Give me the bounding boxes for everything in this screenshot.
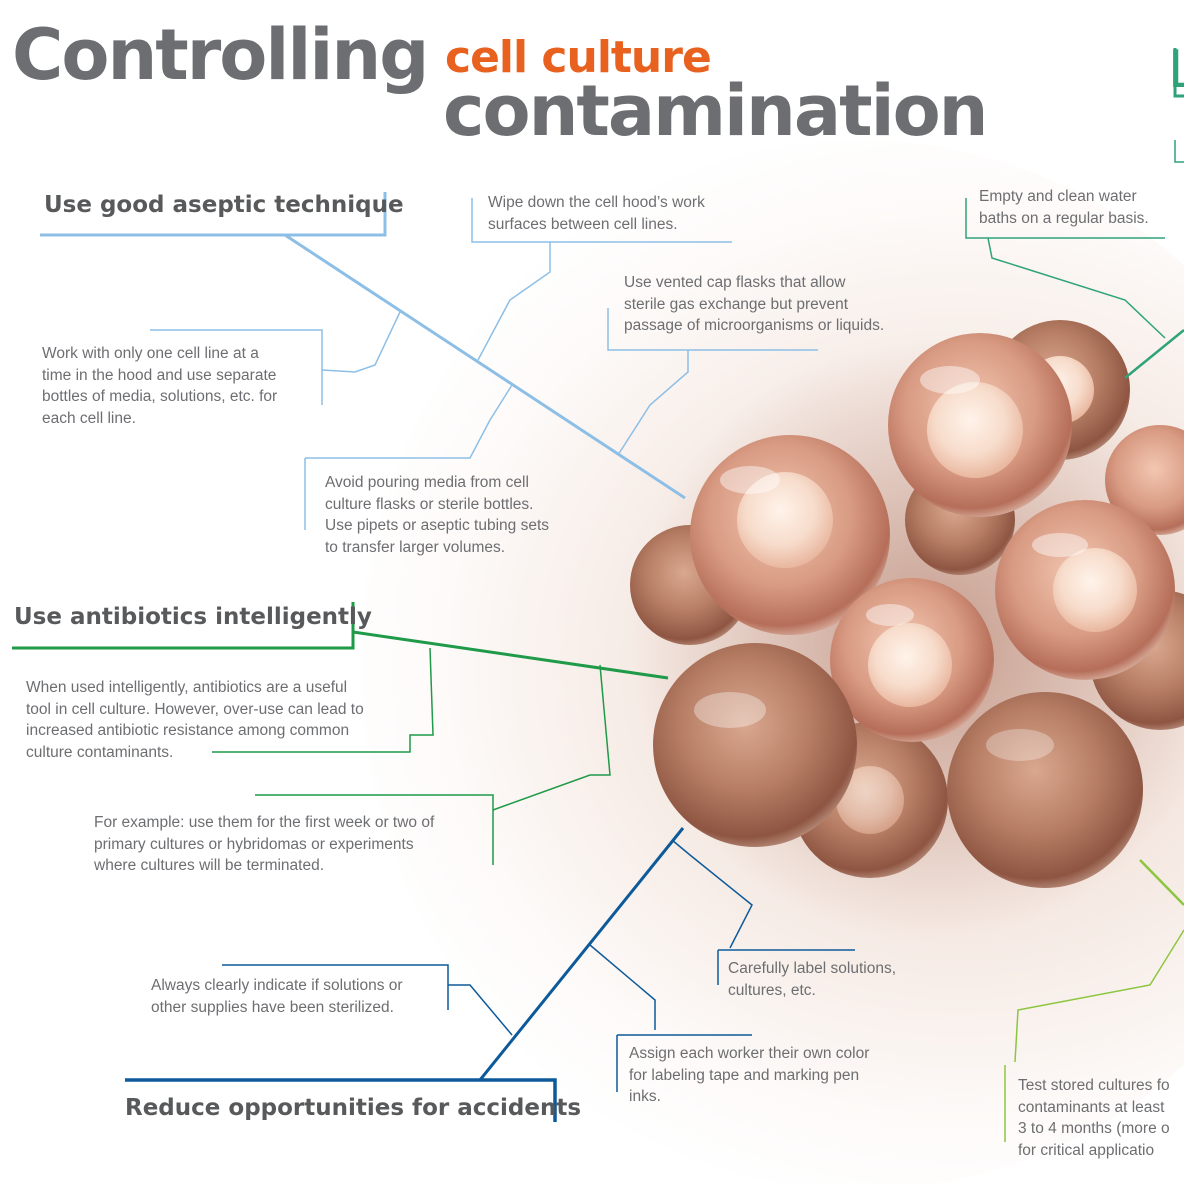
note-one-cell-line: Work with only one cell line at a time i… bbox=[42, 345, 278, 427]
note-wipe-down: Wipe down the cell hood’s work surfaces … bbox=[488, 194, 705, 233]
note-antibiotics-example: For example: use them for the first week… bbox=[94, 814, 435, 874]
title-contamination: contamination bbox=[443, 70, 989, 152]
accidents-heading: Reduce opportunities for accidents bbox=[125, 1095, 582, 1121]
cell bbox=[947, 692, 1143, 888]
note-label-solutions: Carefully label solutions, cultures, etc… bbox=[728, 960, 897, 999]
note-test-stored: Test stored cultures fo contaminants at … bbox=[1018, 1077, 1170, 1159]
note-vented-flasks: Use vented cap flasks that allow sterile… bbox=[624, 274, 885, 334]
antibiotics-heading: Use antibiotics intelligently bbox=[14, 604, 372, 630]
title-controlling: Controlling bbox=[12, 14, 429, 96]
note-worker-color: Assign each worker their own color for l… bbox=[629, 1045, 870, 1105]
aseptic-heading: Use good aseptic technique bbox=[44, 192, 404, 218]
lab-connectors bbox=[965, 48, 1184, 379]
cell bbox=[830, 578, 994, 742]
title-cell-culture: cell culture bbox=[445, 32, 712, 83]
accidents-connectors bbox=[125, 827, 855, 1122]
cell bbox=[690, 435, 890, 635]
cell bbox=[653, 643, 857, 847]
cell bbox=[995, 500, 1175, 680]
note-water-baths: Empty and clean water baths on a regular… bbox=[979, 188, 1149, 227]
note-avoid-pouring: Avoid pouring media from cell culture fl… bbox=[325, 474, 550, 556]
note-indicate-sterilized: Always clearly indicate if solutions or … bbox=[151, 977, 403, 1016]
note-antibiotics-useful: When used intelligently, antibiotics are… bbox=[26, 679, 364, 761]
testing-connectors bbox=[1004, 859, 1184, 1142]
lab-heading-partial: L bbox=[1168, 40, 1184, 100]
antibiotics-connectors bbox=[12, 602, 669, 865]
aseptic-connectors bbox=[40, 192, 818, 530]
cell bbox=[1105, 425, 1184, 535]
cell bbox=[888, 333, 1072, 517]
